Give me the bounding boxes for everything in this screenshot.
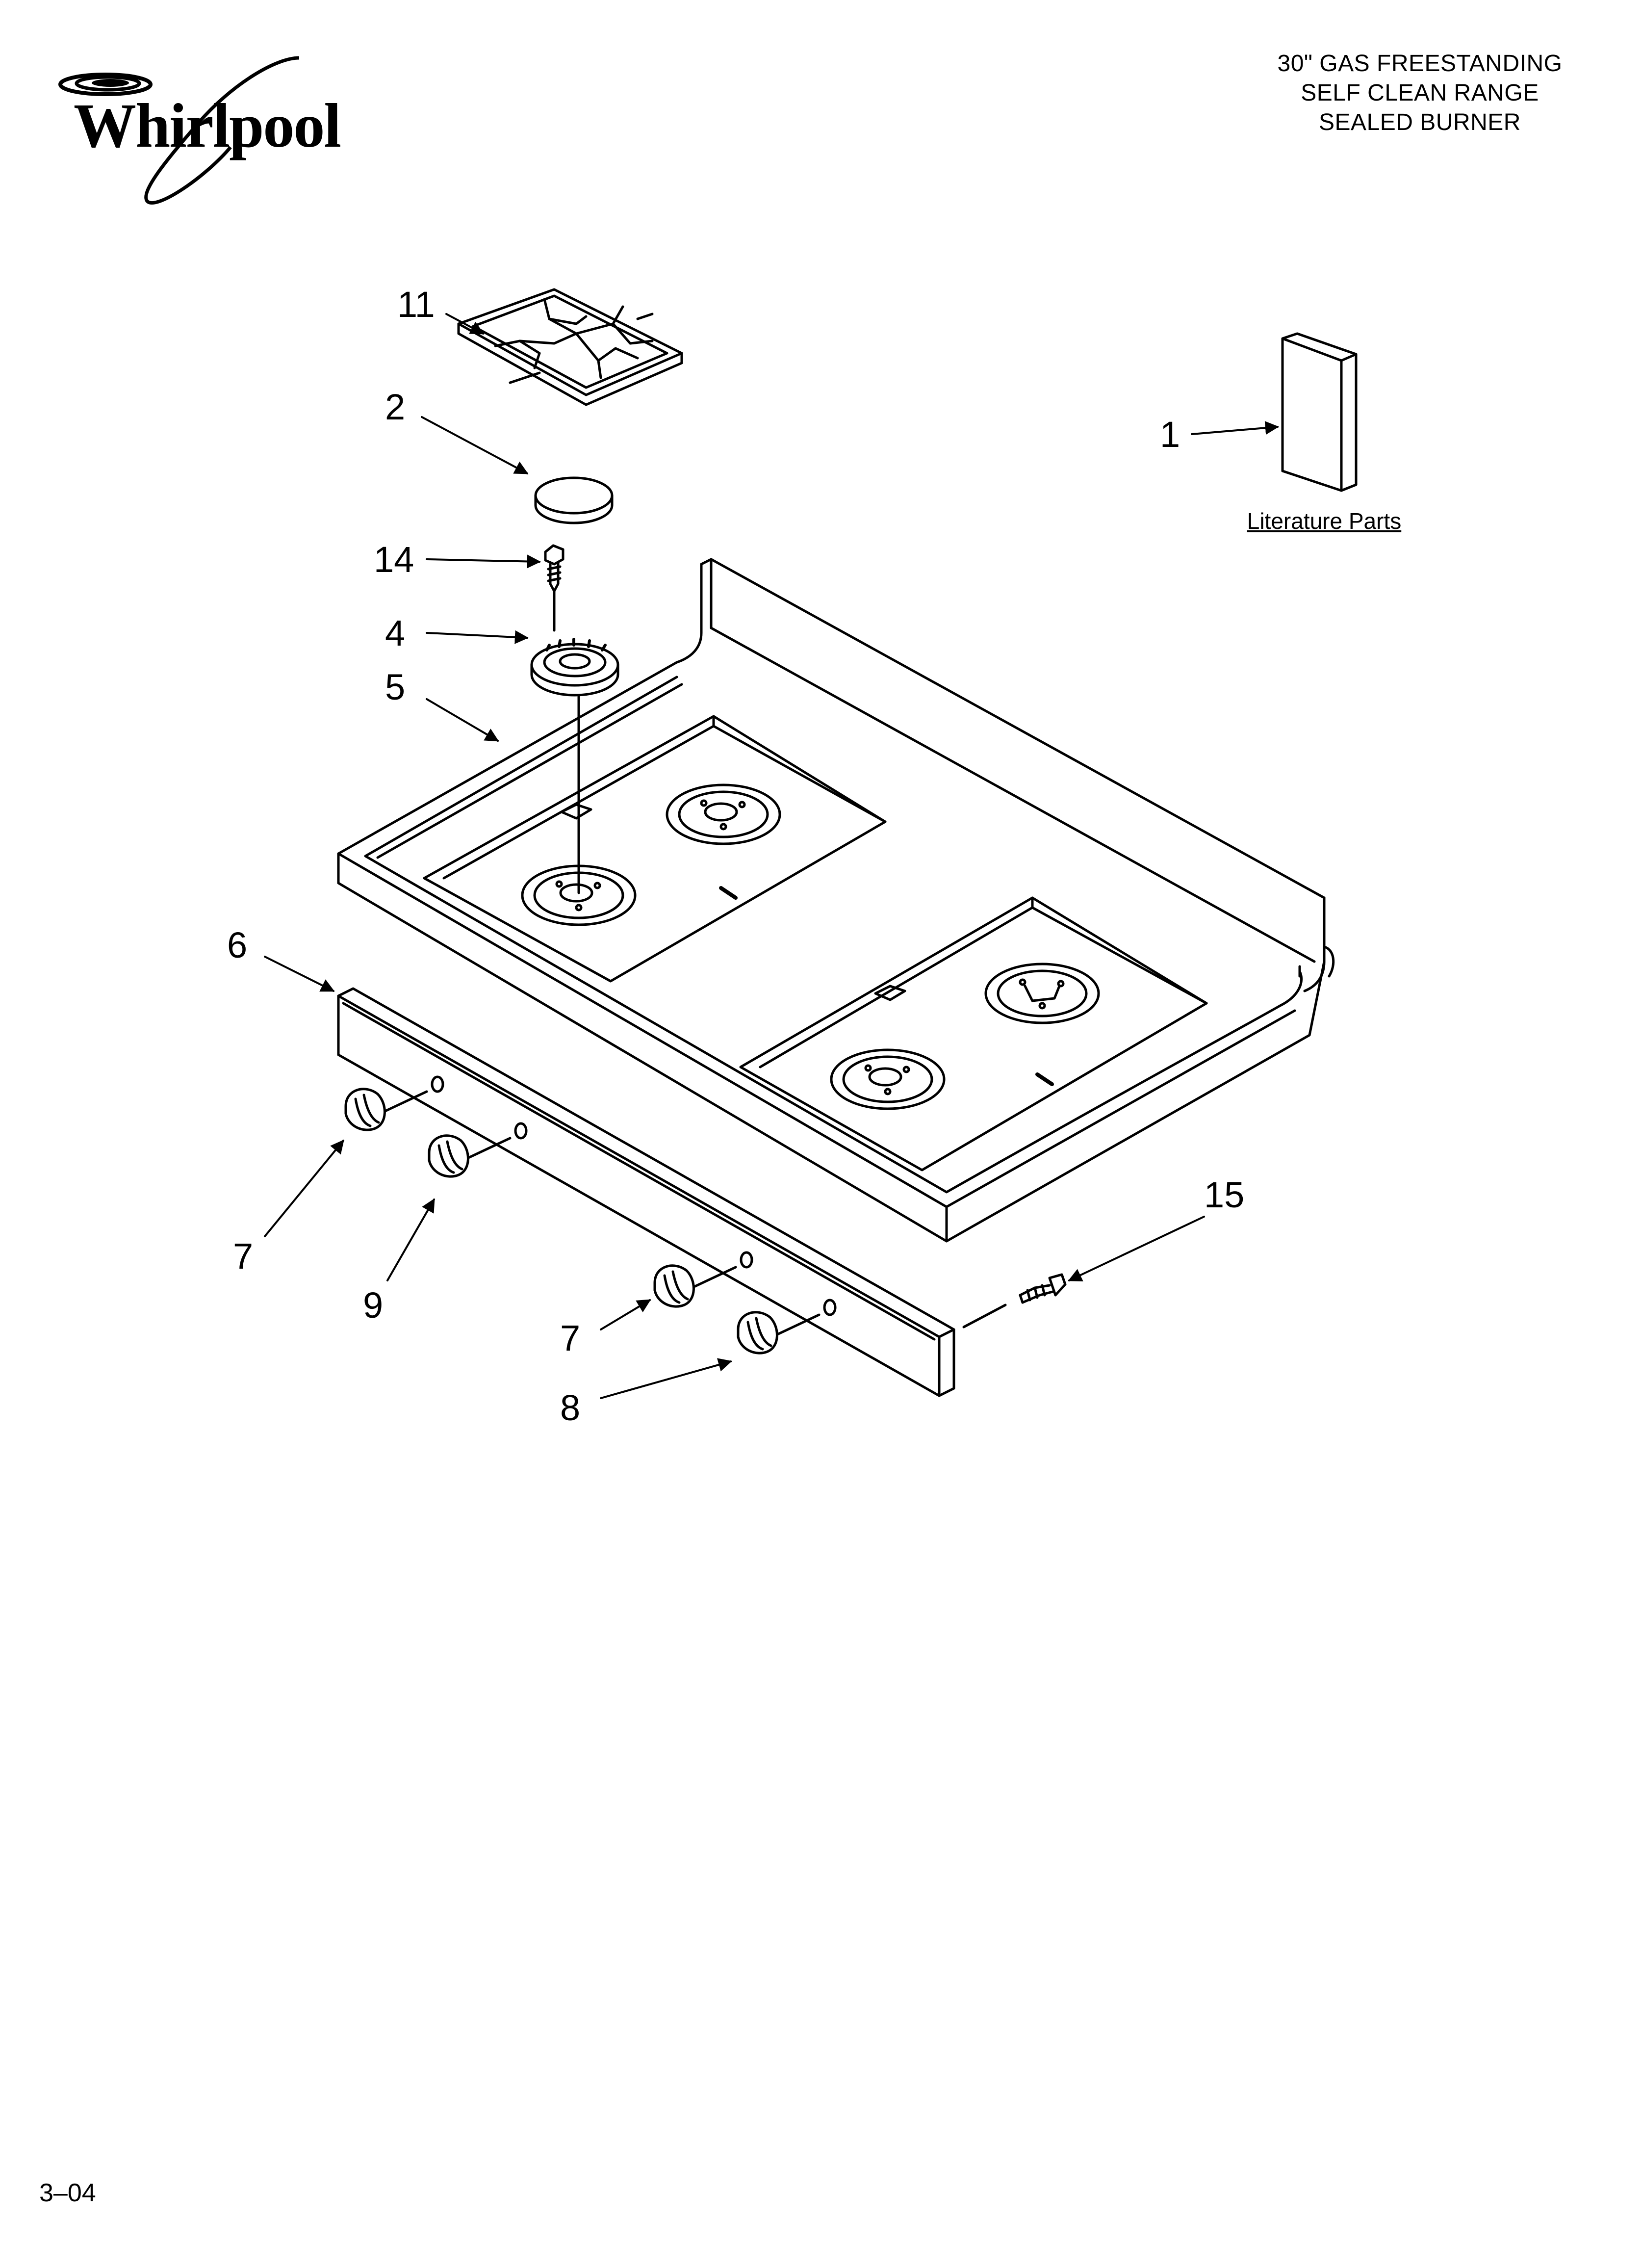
cooktop (337, 558, 1335, 1243)
callout-8: 8 (560, 1387, 581, 1428)
diagram-title: 30" GAS FREESTANDING SELF CLEAN RANGE SE… (1187, 49, 1642, 137)
arrow-8 (600, 1358, 732, 1399)
callout-4: 4 (385, 613, 406, 653)
callout-5: 5 (385, 667, 406, 707)
knob-7-left (344, 1088, 386, 1131)
callout-6: 6 (227, 925, 248, 965)
knob-8 (737, 1311, 778, 1355)
title-line-2: SELF CLEAN RANGE (1301, 80, 1539, 106)
knob-9 (428, 1134, 469, 1178)
callout-7-left: 7 (233, 1236, 254, 1277)
callout-arrows (264, 313, 1279, 1399)
callout-11: 11 (397, 284, 435, 325)
manifold-panel (337, 987, 955, 1397)
knob-leader-lines (384, 1090, 1007, 1336)
callout-2: 2 (385, 387, 406, 427)
arrow-7-right (600, 1299, 651, 1330)
page-code: 3–04 (39, 2179, 96, 2207)
literature-parts-label: Literature Parts (1247, 508, 1402, 534)
arrow-1 (1191, 421, 1279, 435)
burner-plate-left-front (521, 864, 637, 926)
logo-wordmark: Whirlpool (74, 91, 341, 160)
burner-base (530, 638, 619, 894)
knob-7-right (653, 1264, 695, 1308)
arrow-9 (386, 1198, 435, 1281)
callout-9: 9 (363, 1285, 384, 1326)
arrow-2 (421, 416, 529, 474)
arrow-15 (1068, 1216, 1205, 1281)
burner-grate (457, 288, 683, 406)
arrow-6 (264, 956, 335, 992)
callout-15: 15 (1204, 1174, 1245, 1215)
burner-cap (534, 476, 614, 524)
burner-plate-right-back (984, 963, 1100, 1024)
callout-1: 1 (1160, 414, 1180, 455)
title-line-1: 30" GAS FREESTANDING (1277, 51, 1563, 77)
arrow-14 (426, 554, 541, 569)
callout-7-right: 7 (560, 1318, 581, 1358)
screw-14 (544, 544, 564, 632)
title-line-3: SEALED BURNER (1319, 109, 1521, 135)
burner-plate-right-front (830, 1048, 946, 1110)
screw-15 (1019, 1273, 1067, 1304)
arrow-11 (445, 313, 485, 335)
arrow-7-left (264, 1139, 344, 1237)
arrow-4 (426, 630, 529, 644)
arrow-5 (426, 698, 499, 742)
literature-booklet (1281, 332, 1358, 492)
burner-plate-left-back (666, 783, 781, 845)
callout-14: 14 (374, 539, 414, 580)
logo-swirl-graphic (58, 56, 300, 205)
